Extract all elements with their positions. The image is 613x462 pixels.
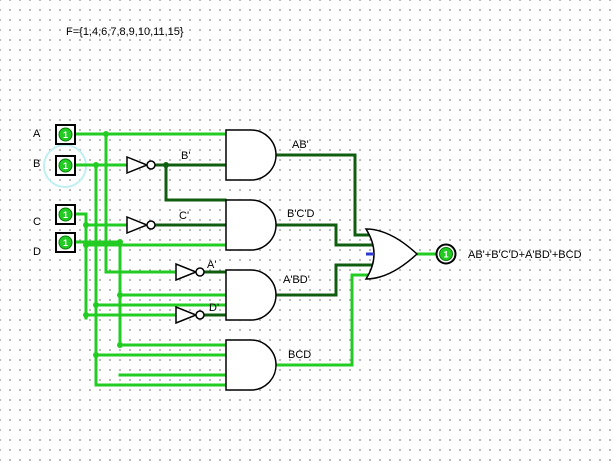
- and-gate-bcd[interactable]: [225, 339, 277, 391]
- input-pin-c[interactable]: 1: [55, 204, 76, 225]
- and-gate-b-not-c-not-d[interactable]: [225, 199, 277, 251]
- svg-text:1: 1: [63, 210, 68, 220]
- input-label-a: A: [33, 128, 41, 140]
- or-gate[interactable]: [364, 228, 419, 280]
- svg-text:1: 1: [63, 238, 68, 248]
- and-gate-a-not-b-d-not[interactable]: [225, 269, 277, 321]
- not-gate-b[interactable]: [126, 155, 156, 175]
- svg-text:1: 1: [63, 130, 68, 140]
- input-pin-b[interactable]: 1: [55, 155, 76, 176]
- input-pin-a[interactable]: 1: [55, 124, 76, 145]
- svg-text:1: 1: [443, 250, 448, 260]
- input-label-d: D: [33, 246, 41, 258]
- active-wires: [73, 132, 436, 387]
- input-label-b: B: [33, 158, 40, 170]
- label-ab-not: AB': [292, 139, 309, 151]
- and-gate-ab-not[interactable]: [225, 129, 277, 181]
- not-gate-c[interactable]: [126, 215, 156, 235]
- label-c-not: C': [179, 210, 189, 222]
- not-gate-a[interactable]: [175, 262, 205, 282]
- output-pin[interactable]: 1: [435, 243, 457, 265]
- label-b-not: B': [181, 150, 190, 162]
- label-bcd: BCD: [288, 349, 311, 361]
- junction-dots: [83, 131, 169, 358]
- not-gate-d[interactable]: [175, 305, 205, 325]
- label-a-not: A': [207, 259, 216, 271]
- label-d-not: D': [209, 302, 219, 314]
- svg-text:1: 1: [63, 161, 68, 171]
- output-label: AB'+B'C'D+A'BD'+BCD: [468, 249, 582, 261]
- input-label-c: C: [33, 216, 41, 228]
- label-b-not-c-not-d: B'C'D: [287, 208, 314, 220]
- label-a-not-b-d-not: A'BD': [283, 274, 310, 286]
- function-label: F={1,4,6,7,8,9,10,11,15}: [66, 26, 184, 38]
- input-pin-d[interactable]: 1: [55, 232, 76, 253]
